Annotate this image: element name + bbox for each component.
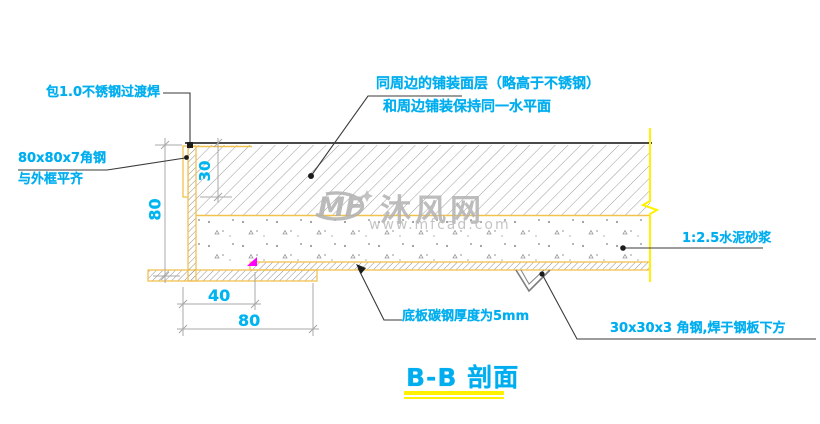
leader-dot-paving (308, 173, 314, 179)
dim-wrap-depth-30: 30 (196, 160, 214, 182)
bottom-steel-plate (249, 261, 651, 271)
label-stainless-wrap: 包1.0不锈钢过渡焊 (46, 85, 161, 100)
mortar-layer-stipple (196, 217, 650, 262)
frame-angle-horizontal-leg (147, 269, 318, 282)
leader-dot-mortar (620, 245, 626, 251)
leader-arrow-bottom-plate (356, 264, 366, 274)
watermark-logo: MF (310, 184, 374, 230)
label-angle-frame-line1: 80x80x7角钢 (18, 151, 106, 166)
label-paving-line1: 同周边的铺装面层（略高于不锈钢） (376, 76, 600, 92)
leader-dot-small-angle (539, 271, 545, 277)
watermark-site-name: 沐风网 (380, 193, 485, 229)
label-bottom-plate: 底板碳钢厚度为5mm (402, 309, 530, 324)
dim-step-width-40: 40 (208, 286, 231, 305)
label-angle-frame-line2: 与外框平齐 (18, 172, 84, 187)
leader-anchors (184, 142, 626, 277)
leader-dot-angle-frame (184, 155, 189, 160)
dimension-lines (153, 138, 319, 336)
leader-dot-stainless (187, 142, 193, 148)
section-title: B-B 剖面 (406, 363, 520, 392)
small-angle-steel-inner (520, 269, 545, 285)
leader-lines (18, 92, 816, 340)
stainless-wrap-strip (182, 145, 189, 198)
dim-leg-width-80: 80 (238, 311, 261, 330)
label-mortar: 1:2.5水泥砂浆 (682, 231, 772, 246)
watermark-logo-star (361, 190, 373, 202)
dim-frame-depth-80: 80 (145, 198, 165, 221)
frame-angle-vertical-leg (187, 145, 197, 282)
title-underline-thin (404, 397, 504, 399)
paving-layer-hatch (196, 145, 650, 215)
label-paving-line2: 和周边铺装保持同一水平面 (383, 99, 551, 115)
break-line (640, 128, 660, 282)
watermark-logo-swoosh (315, 191, 365, 221)
watermark-site-url: www.mfcad.com (369, 217, 511, 233)
title-underline-thick (404, 391, 504, 395)
label-small-angle: 30x30x3 角钢,焊于钢板下方 (610, 321, 786, 336)
weld-symbol-triangle (247, 257, 257, 266)
